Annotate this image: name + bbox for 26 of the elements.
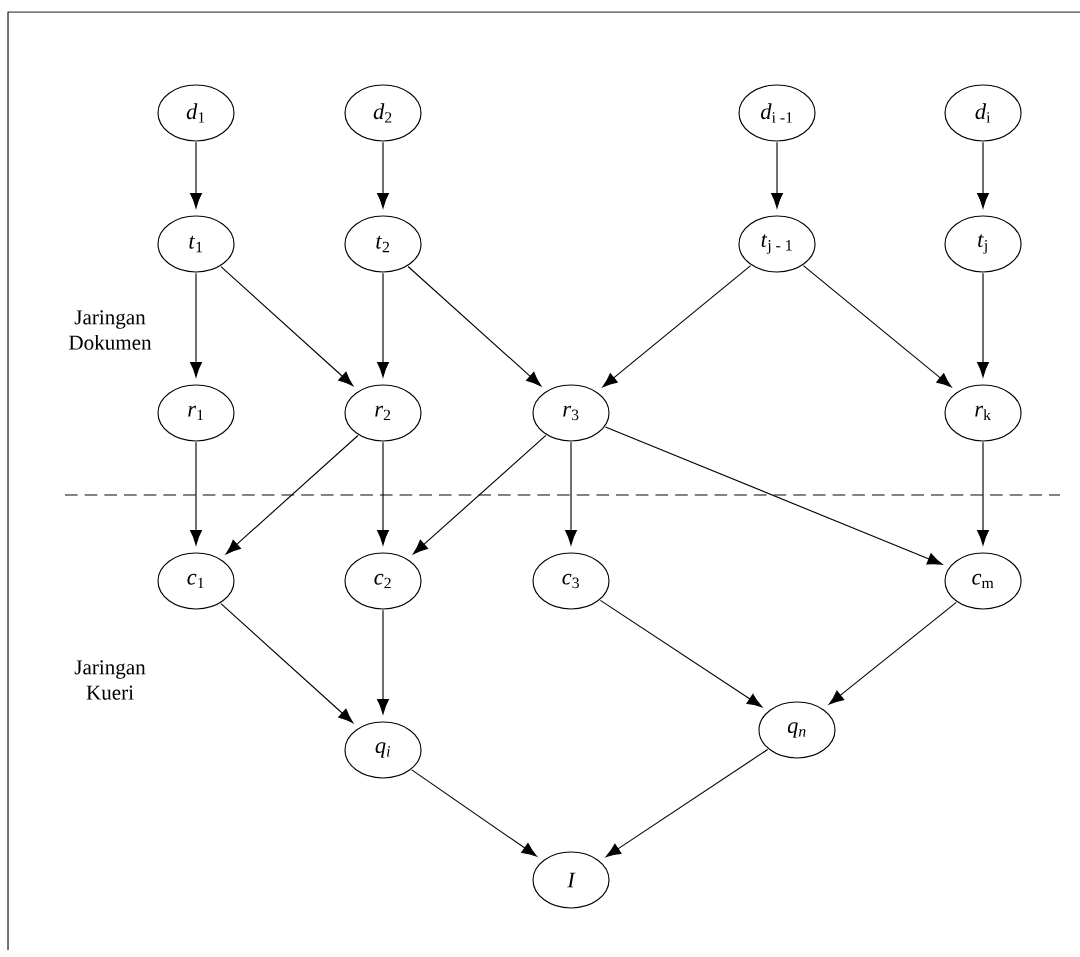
arrow (225, 434, 359, 555)
arrow (377, 441, 389, 546)
arrow (977, 441, 989, 546)
arrow (377, 609, 389, 715)
arrow (190, 141, 202, 209)
arrow (828, 601, 957, 705)
arrow (377, 141, 389, 209)
arrow (412, 434, 547, 555)
section-label: Jaringan Dokumen (69, 310, 152, 350)
arrow (977, 272, 989, 378)
arrow (802, 265, 952, 388)
arrow (411, 769, 537, 857)
arrow (190, 272, 202, 378)
arrow (771, 141, 783, 209)
arrow (220, 266, 354, 387)
arrow (190, 441, 202, 546)
arrow (977, 141, 989, 209)
arrow (604, 426, 943, 565)
arrow (605, 748, 769, 858)
arrow (220, 603, 354, 724)
arrow (599, 599, 763, 708)
arrow (377, 272, 389, 378)
arrow (602, 265, 752, 388)
arrow (565, 441, 577, 546)
section-label: Jaringan Kueri (74, 660, 146, 700)
arrow (407, 265, 542, 387)
